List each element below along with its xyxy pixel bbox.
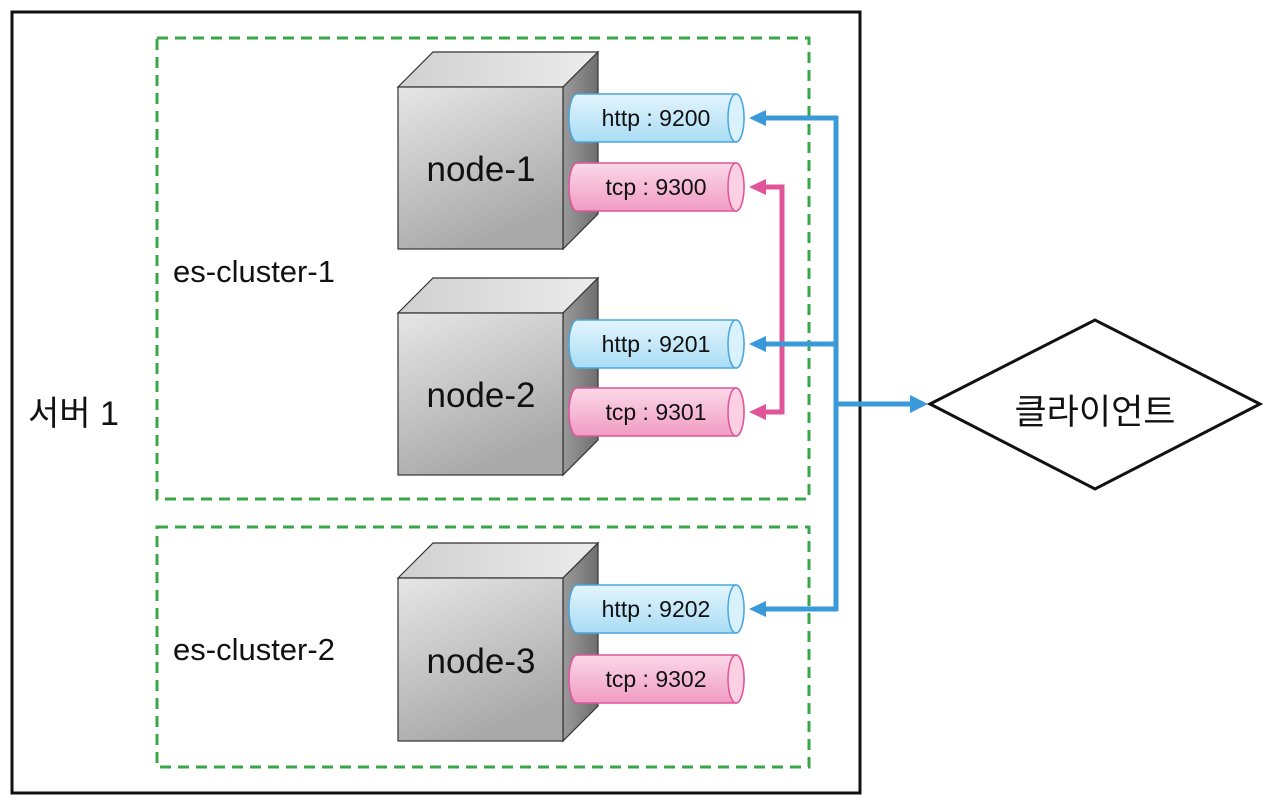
http-arrow-head-1 — [749, 110, 766, 126]
tcp-arrow-head-2 — [749, 404, 766, 420]
http-client-link — [763, 115, 912, 612]
node-3-http-label: http : 9202 — [601, 596, 711, 622]
node-2-cube — [396, 276, 600, 477]
cluster-1-label: es-cluster-1 — [173, 254, 335, 289]
node-1-http-port — [568, 93, 745, 143]
client-label: 클라이언트 — [1014, 393, 1176, 432]
server-label: 서버 1 — [28, 395, 119, 433]
node-1-tcp-label: tcp : 9300 — [605, 174, 707, 200]
node-3-http-port — [568, 584, 745, 634]
node-1-http-label: http : 9200 — [601, 105, 711, 131]
node-2-tcp-port — [568, 387, 745, 437]
tcp-transport-link — [763, 184, 785, 415]
client-arrow-head — [910, 395, 928, 413]
cluster-2-box — [155, 525, 811, 769]
node-3-tcp-label: tcp : 9302 — [605, 666, 707, 692]
node-2-http-label: http : 9201 — [601, 331, 711, 357]
client-diamond — [926, 318, 1264, 491]
tcp-arrow-head-1 — [749, 179, 766, 195]
http-arrow-head-2 — [749, 336, 766, 352]
node-1-tcp-port — [568, 162, 745, 212]
node-1-label: node-1 — [426, 150, 536, 189]
node-2-http-port — [568, 319, 745, 369]
node-3-label: node-3 — [426, 642, 536, 681]
cluster-2-label: es-cluster-2 — [173, 632, 335, 667]
node-2-tcp-label: tcp : 9301 — [605, 399, 707, 425]
node-2-label: node-2 — [426, 376, 536, 415]
cluster-1-box — [155, 36, 811, 501]
node-3-tcp-port — [568, 654, 745, 704]
http-arrow-head-3 — [749, 601, 766, 617]
